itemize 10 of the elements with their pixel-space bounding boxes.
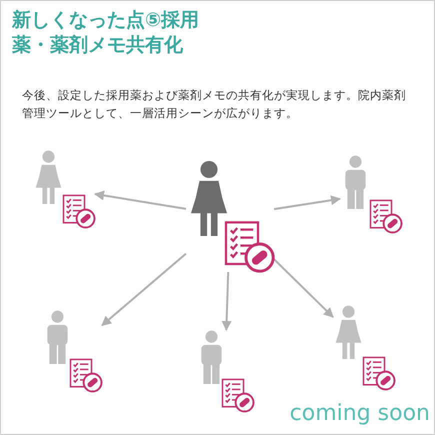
- person-with-memo-drawing: [333, 305, 395, 390]
- title: 新しくなった点⑤採用薬・薬剤メモ共有化: [12, 8, 200, 58]
- arrow: [101, 252, 187, 326]
- arrow: [94, 190, 186, 210]
- arrow: [274, 195, 341, 210]
- description-text: 今後、設定した採用薬および薬剤メモの共有化が実現します。院内薬剤管理ツールとして、一層活用シーンが広がります。: [22, 87, 407, 122]
- person-with-memo-drawing: [33, 150, 95, 228]
- arrow: [273, 258, 334, 318]
- coming-soon-text: coming soon: [288, 400, 430, 428]
- arrow: [222, 272, 232, 331]
